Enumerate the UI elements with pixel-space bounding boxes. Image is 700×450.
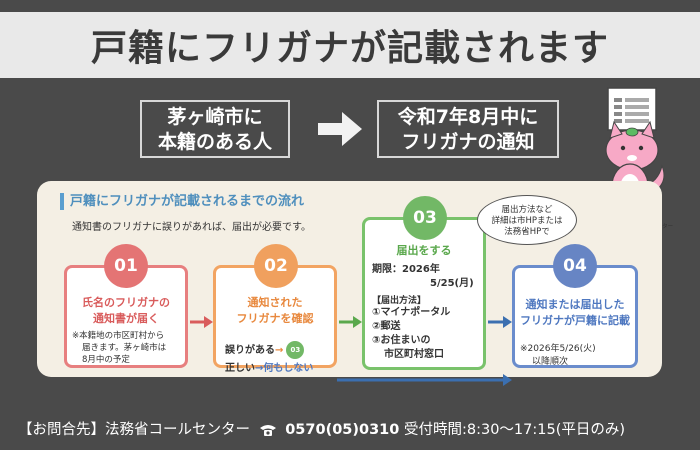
if-wrong-target-badge: 03 <box>286 341 305 359</box>
step-04-note-line-1: ※2026年5/26(火) <box>520 344 596 354</box>
timing-line-1: 令和7年8月中に <box>397 106 539 128</box>
step-04-number: 04 <box>553 244 597 288</box>
title-banner: 戸籍にフリガナが記載されます <box>0 12 700 78</box>
target-residents-box: 茅ヶ崎市に 本籍のある人 <box>140 100 290 158</box>
telephone-icon <box>259 425 276 436</box>
step-02-title: 通知された フリガナを確認 <box>215 295 335 327</box>
step-02-title-line-1: 通知された <box>247 296 303 309</box>
step-03-box <box>362 217 486 370</box>
step-03-methods-heading: 【届出方法】 <box>372 296 427 306</box>
contact-footer: 【お問合先】法務省コールセンター 0570(05)0310 受付時間:8:30～… <box>18 418 625 439</box>
contact-hours: 受付時間:8:30～17:15(平日のみ) <box>403 422 626 438</box>
method-1: ①マイナポータル <box>372 307 451 318</box>
if-correct-label: 正しい <box>225 363 255 374</box>
target-line-2: 本籍のある人 <box>157 131 272 153</box>
step-03-methods-list: ①マイナポータル ②郵送 ③お住まいの 市区町村窓口 <box>372 306 450 362</box>
method-2: ②郵送 <box>372 321 401 332</box>
bubble-line-2: 詳細は市HPまたは <box>491 216 563 226</box>
step-01-title: 氏名のフリガナの 通知書が届く <box>66 295 186 327</box>
right-arrow-icon <box>318 112 362 146</box>
step-02-title-line-2: フリガナを確認 <box>236 312 314 325</box>
step-01-title-line-1: 氏名のフリガナの <box>82 296 170 309</box>
method-3: ③お住まいの <box>372 335 431 346</box>
timing-line-2: フリガナの通知 <box>401 131 535 153</box>
step-03-deadline: 期限：2026年 5/25(月) <box>372 263 474 291</box>
step-01-note-line-1: ※本籍地の市区町村から <box>72 331 165 341</box>
step-01-title-line-2: 通知書が届く <box>93 312 159 325</box>
flow-panel-subtitle: 通知書のフリガナに誤りがあれば、届出が必要です。 <box>72 222 311 233</box>
if-wrong-label: 誤りがある <box>225 345 275 356</box>
step-01-number: 01 <box>104 244 148 288</box>
notice-timing-box: 令和7年8月中に フリガナの通知 <box>377 100 559 158</box>
step-01-note-line-2: 届きます。茅ヶ崎市は <box>82 343 167 353</box>
step-04-title-line-2: フリガナが戸籍に記載 <box>520 314 630 327</box>
arrow-02-to-03-icon <box>339 316 362 328</box>
flow-panel-title: 戸籍にフリガナが記載されるまでの流れ <box>60 193 304 210</box>
step-02-if-wrong: 誤りがある→03 <box>225 341 305 359</box>
step-01-note-line-3: 8月中の予定 <box>82 355 130 365</box>
if-correct-result: →何もしない <box>255 363 314 374</box>
step-04-note-line-2: 以降順次 <box>532 357 569 367</box>
arrow-02-correct-to-04-icon <box>337 374 512 386</box>
arrow-01-to-02-icon <box>190 316 213 328</box>
target-line-1: 茅ヶ崎市に <box>167 106 263 128</box>
step-04-note: ※2026年5/26(火) 以降順次 <box>520 343 596 369</box>
bubble-line-1: 届出方法など <box>501 205 553 215</box>
contact-label: 【お問合先】法務省コールセンター <box>18 422 250 438</box>
page-title: 戸籍にフリガナが記載されます <box>90 28 609 69</box>
deadline-line-1: 期限：2026年 <box>372 264 440 275</box>
step-03-number: 03 <box>403 196 447 240</box>
details-speech-bubble: 届出方法など 詳細は市HPまたは 法務省HPで <box>477 195 577 245</box>
method-3-cont: 市区町村窓口 <box>384 349 444 360</box>
deadline-line-2: 5/25(月) <box>430 278 474 289</box>
contact-phone-number[interactable]: 0570(05)0310 <box>285 422 400 438</box>
bubble-line-3: 法務省HPで <box>504 227 550 237</box>
arrow-03-to-04-icon <box>488 316 512 328</box>
step-04-title: 通知または届出した フリガナが戸籍に記載 <box>514 297 636 329</box>
if-wrong-arrow: → <box>275 345 284 356</box>
step-01-note: ※本籍地の市区町村から 届きます。茅ヶ崎市は 8月中の予定 <box>72 330 186 366</box>
step-04-title-line-1: 通知または届出した <box>525 298 625 311</box>
step-02-if-correct: 正しい→何もしない <box>225 359 313 374</box>
step-02-number: 02 <box>254 244 298 288</box>
step-03-title: 届出をする <box>396 244 452 257</box>
